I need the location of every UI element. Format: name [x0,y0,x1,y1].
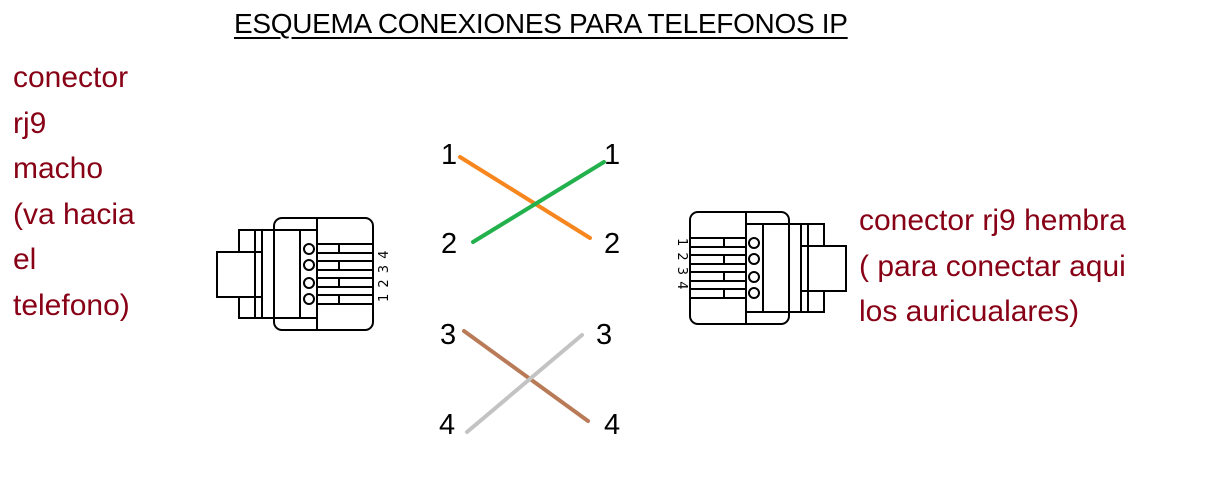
left-pin-1: 1 [441,139,457,171]
male-pin-numbers: 1 2 3 4 [377,250,392,302]
label-line: los auricualares) [859,295,1080,328]
label-line: rj9 [13,106,47,140]
female-connector-label: conector rj9 hembra ( para conectar aqui… [859,198,1199,335]
label-line: conector rj9 hembra [859,204,1126,237]
wires [458,155,606,434]
male-connector-label: conector rj9 macho (va hacia el telefono… [13,55,183,328]
right-pin-2: 2 [604,228,620,260]
label-line: (va hacia [13,197,135,231]
female-pin-numbers: 1 2 3 4 [674,238,689,290]
label-line: ( para conectar aqui [859,249,1126,283]
diagram-title: ESQUEMA CONEXIONES PARA TELEFONOS IP [234,8,848,39]
wire-brown [462,329,590,423]
label-line: telefono) [13,288,130,322]
left-pin-2: 2 [441,228,457,260]
wire-orange [458,155,592,240]
wire-gray [465,333,584,434]
label-line: conector [13,61,129,94]
right-pin-3: 3 [596,319,612,351]
label-line: macho [13,152,104,185]
female-rj9-connector-icon: 1 2 3 4 [674,211,847,325]
left-pin-3: 3 [440,319,456,351]
pin-labels: 1 2 3 4 1 2 3 4 [439,139,620,441]
label-line: el [13,243,37,276]
right-pin-4: 4 [604,409,620,441]
right-pin-1: 1 [604,139,620,171]
male-rj9-connector-icon: 1 2 3 4 [216,217,392,331]
left-pin-4: 4 [439,409,455,441]
wire-green [471,160,606,244]
